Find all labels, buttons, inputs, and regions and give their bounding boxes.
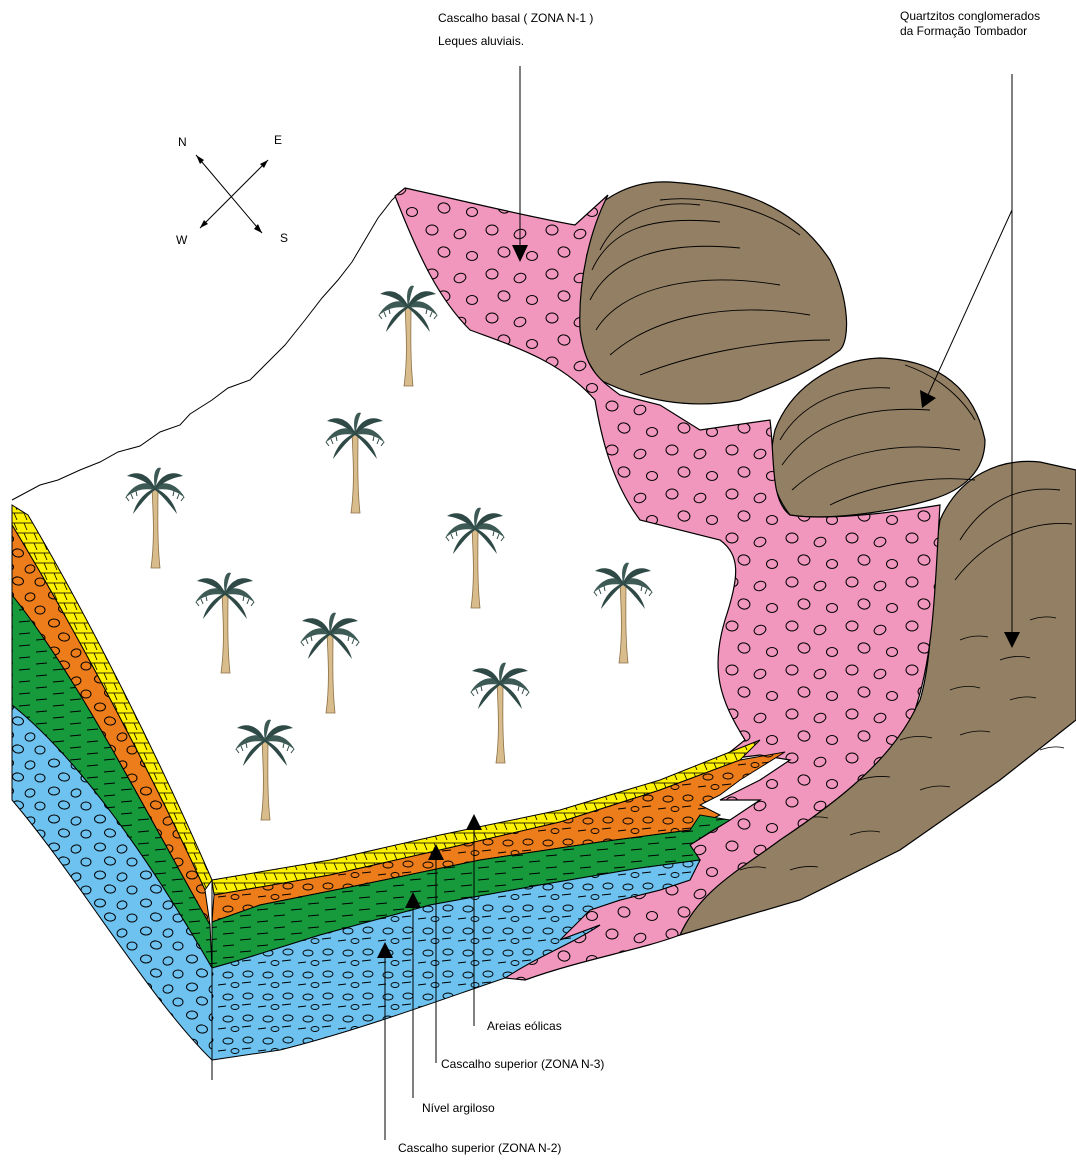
label-cascalho-superior-n3: Cascalho superior (ZONA N-3) — [441, 1057, 604, 1071]
label-cascalho-basal: Cascalho basal ( ZONA N-1 ) — [438, 11, 593, 25]
label-quartzitos: Quartzitos conglomerados — [900, 9, 1040, 23]
compass-east-label: E — [274, 133, 282, 147]
label-leques-aluviais: Leques aluviais. — [438, 34, 524, 48]
brown-hill-back — [570, 182, 846, 404]
arrowhead-icon — [466, 814, 482, 830]
label-areias-eolicas: Areias eólicas — [487, 1019, 562, 1033]
label-formacao-tombador: da Formação Tombador — [900, 24, 1027, 38]
compass-north-label: N — [178, 135, 187, 149]
compass-rose-icon: N E W S — [176, 133, 288, 247]
label-nivel-argiloso: Nível argiloso — [422, 1101, 495, 1115]
compass-south-label: S — [280, 231, 288, 245]
label-cascalho-superior-n2: Cascalho superior (ZONA N-2) — [398, 1141, 561, 1155]
brown-hill-middle — [771, 358, 985, 517]
compass-west-label: W — [176, 233, 188, 247]
